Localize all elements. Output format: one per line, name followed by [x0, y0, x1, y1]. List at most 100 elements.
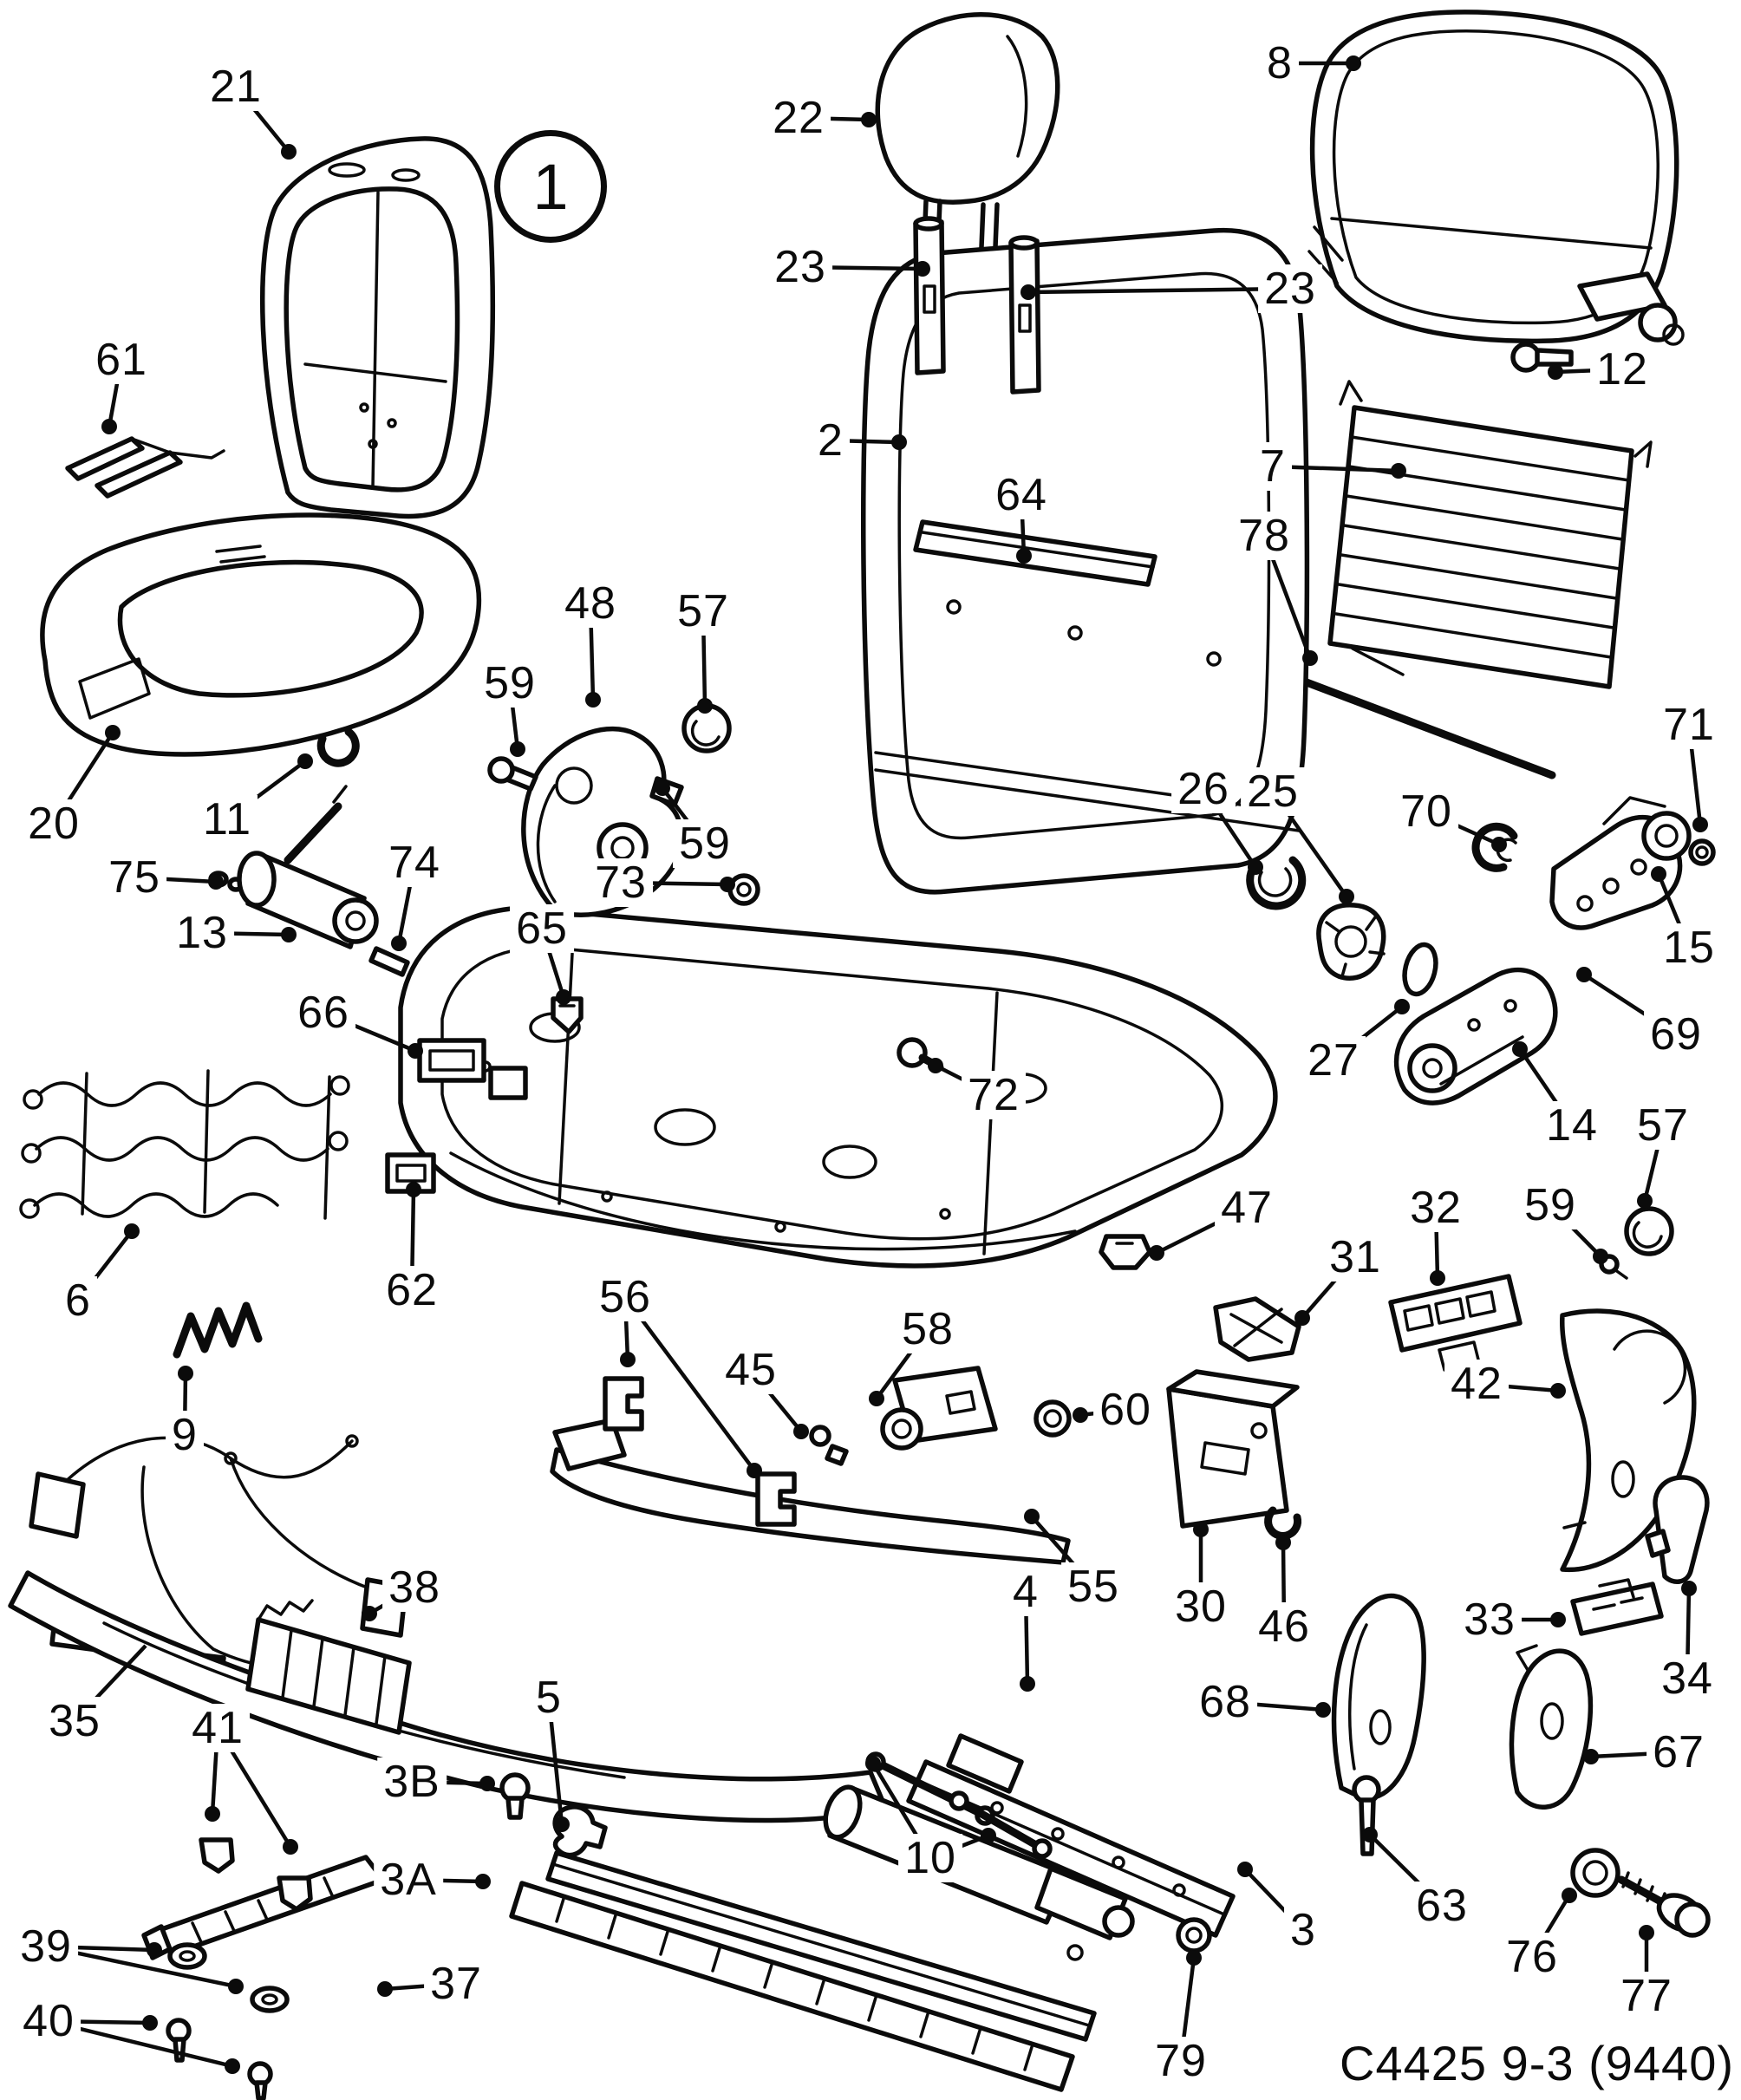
leader-dot-21 [281, 144, 297, 160]
leader-dot-15 [1651, 866, 1666, 882]
leader-dot-7 [1391, 463, 1406, 479]
leader-line-61 [107, 359, 124, 427]
part-30-module-drawing [1166, 1369, 1300, 1529]
leader-dot-42 [1550, 1383, 1566, 1399]
leader-dot-41 [283, 1839, 298, 1855]
leader-line-42 [1476, 1381, 1559, 1393]
leader-line-71 [1686, 724, 1703, 825]
leader-line-10 [929, 1833, 989, 1861]
part-3A-rail-cover-drawing [509, 1881, 1075, 2092]
leader-dot-41 [205, 1806, 220, 1822]
leader-line-67 [1590, 1750, 1679, 1759]
leader-line-62 [409, 1189, 416, 1291]
leader-dot-6 [124, 1223, 140, 1239]
leader-line-3B [411, 1779, 488, 1786]
part-14-recliner-drawing [1393, 967, 1558, 1105]
leader-line-38 [368, 1586, 416, 1615]
leader-line-10 [871, 1762, 932, 1860]
leader-line-12 [1555, 367, 1623, 375]
leader-line-37 [384, 1981, 457, 1992]
leader-line-55 [1030, 1515, 1095, 1588]
leader-dot-46 [1275, 1535, 1291, 1550]
leader-line-14 [1518, 1047, 1574, 1127]
leader-dot-32 [1430, 1270, 1445, 1286]
part-21-backrest-cover-drawing [259, 136, 496, 519]
leader-dot-70 [1491, 837, 1507, 852]
leader-dot-78 [1302, 650, 1318, 666]
part-47-clip-drawing [1099, 1234, 1152, 1270]
part-34-knob-drawing [1645, 1475, 1710, 1584]
leader-line-34 [1685, 1588, 1692, 1679]
leader-line-3 [1243, 1868, 1305, 1932]
leader-dot-37 [377, 1981, 393, 1997]
leader-dot-38 [362, 1606, 377, 1621]
part-40-screws-drawing [166, 2018, 273, 2100]
leader-dot-3B [479, 1776, 495, 1791]
leader-line-58 [875, 1327, 929, 1400]
leader-dot-25 [1339, 889, 1354, 904]
leader-dot-20 [105, 725, 121, 740]
leader-dot-61 [101, 419, 117, 434]
leader-dot-10 [981, 1828, 996, 1843]
seat-base-frame-drawing [398, 905, 1278, 1268]
leader-line-15 [1656, 873, 1692, 949]
leader-line-2 [830, 438, 900, 445]
leader-dot-76 [1562, 1888, 1577, 1903]
leader-dot-4 [1020, 1676, 1035, 1692]
leader-line-22 [798, 115, 870, 122]
leader-dot-23 [1020, 284, 1036, 300]
leader-line-59 [661, 786, 707, 845]
leader-dot-23 [915, 261, 930, 277]
leader-dot-58 [869, 1391, 884, 1406]
part-66-bracket-drawing [417, 1038, 528, 1100]
leader-line-64 [1019, 494, 1027, 557]
leader-line-66 [323, 1010, 416, 1053]
leader-line-56 [623, 1295, 756, 1472]
leader-line-23 [1027, 286, 1291, 295]
leader-line-20 [52, 731, 114, 825]
leader-dot-34 [1681, 1581, 1697, 1596]
leader-line-73 [620, 880, 728, 887]
leader-dot-11 [297, 753, 313, 769]
leader-dot-31 [1294, 1310, 1310, 1326]
part-68-panel-drawing [1331, 1593, 1426, 1801]
leader-line-69 [1582, 973, 1678, 1036]
leader-dot-56 [747, 1463, 762, 1478]
leader-line-32 [1433, 1207, 1440, 1279]
leader-line-46 [1281, 1542, 1287, 1627]
leader-dot-57 [697, 698, 713, 714]
leader-dot-71 [1692, 817, 1708, 832]
part-27-o-ring-drawing [1402, 942, 1438, 997]
leader-line-39 [45, 1944, 237, 1989]
leader-dot-68 [1315, 1702, 1331, 1718]
leader-line-45 [749, 1368, 803, 1433]
part-6-spring-mat-drawing [19, 1069, 350, 1220]
leader-dot-65 [556, 989, 571, 1005]
leader-line-59 [1549, 1203, 1602, 1258]
leader-dot-59 [510, 741, 525, 757]
part-20-seat-cushion-drawing [40, 512, 482, 757]
leader-dot-2 [891, 434, 907, 450]
leader-line-70 [1425, 809, 1500, 847]
leader-dot-60 [1073, 1407, 1088, 1423]
leader-dot-9 [178, 1366, 193, 1381]
leader-dot-79 [1186, 1950, 1202, 1966]
leader-line-6 [76, 1229, 134, 1302]
part-60-nut-drawing [1034, 1399, 1072, 1438]
leader-line-48 [588, 603, 596, 701]
part-25-knob-drawing [1316, 903, 1386, 981]
part-7-lumbar-grid-drawing [1327, 380, 1653, 689]
part-57-grommet2-drawing [1624, 1206, 1674, 1256]
leader-line-59 [507, 682, 520, 750]
part-31-bracket-drawing [1213, 1296, 1301, 1362]
leader-line-76 [1530, 1894, 1571, 1959]
leader-line-56 [623, 1296, 630, 1360]
leader-dot-66 [408, 1043, 423, 1059]
leader-dot-59 [1593, 1249, 1608, 1264]
part-58-switch-drawing [880, 1366, 998, 1451]
leader-dot-26 [1248, 859, 1263, 875]
leader-line-26 [1202, 787, 1257, 869]
part-62-mount-drawing [385, 1152, 436, 1194]
leader-dot-75 [208, 874, 224, 890]
